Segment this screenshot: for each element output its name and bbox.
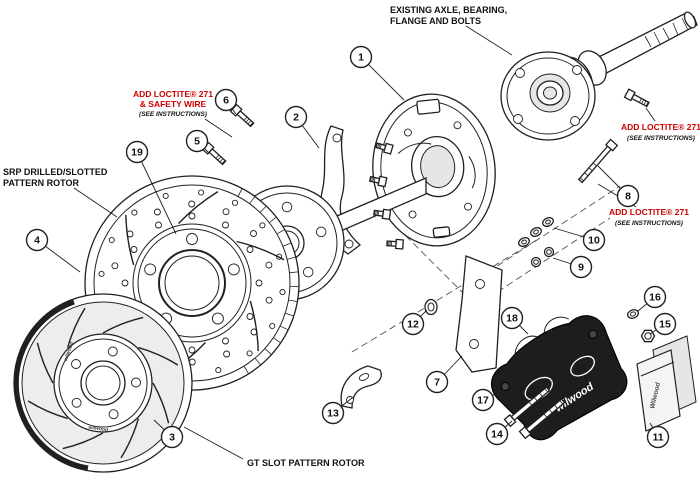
callout-8: 8 bbox=[616, 184, 640, 208]
callout-9: 9 bbox=[569, 255, 593, 279]
label-loctite-safety-wire-note: (SEE INSTRUCTIONS) bbox=[139, 111, 207, 118]
callout-6: 6 bbox=[214, 88, 238, 112]
callout-15: 15 bbox=[653, 312, 677, 336]
callout-number-17: 17 bbox=[477, 395, 489, 407]
bolt-icon bbox=[503, 386, 551, 428]
callout-number-14: 14 bbox=[491, 429, 503, 441]
label-srp-rotor-line1: SRP DRILLED/SLOTTED bbox=[3, 167, 108, 177]
text-labels: EXISTING AXLE, BEARING, FLANGE AND BOLTS… bbox=[3, 5, 700, 468]
callout-number-4: 4 bbox=[34, 235, 40, 247]
label-loctite-mid: ADD LOCTITE® 271 bbox=[609, 207, 689, 217]
label-srp-rotor-line2: PATTERN ROTOR bbox=[3, 178, 79, 188]
bolt-icon bbox=[386, 238, 404, 250]
callout-1: 1 bbox=[349, 45, 373, 69]
callout-number-8: 8 bbox=[625, 191, 631, 203]
brake-pad-front bbox=[636, 349, 681, 432]
bolt-icon bbox=[518, 398, 566, 440]
crossover-tube bbox=[514, 316, 569, 354]
callout-number-19: 19 bbox=[131, 147, 143, 159]
spacer-washer-12 bbox=[424, 298, 438, 316]
callout-number-11: 11 bbox=[652, 432, 663, 444]
callout-16: 16 bbox=[643, 285, 667, 309]
callout-number-12: 12 bbox=[407, 319, 419, 331]
callout-10: 10 bbox=[582, 228, 606, 252]
bleed-screw bbox=[500, 382, 510, 392]
callout-3: 3 bbox=[160, 425, 184, 449]
label-loctite-safety-wire-line1: ADD LOCTITE® 271 bbox=[133, 89, 213, 99]
callout-number-2: 2 bbox=[293, 112, 299, 124]
bolt-icon bbox=[229, 103, 255, 128]
callout-number-13: 13 bbox=[327, 408, 339, 420]
rotor-brand-text-lower: wilwood bbox=[88, 425, 109, 434]
flat-washer bbox=[627, 309, 639, 319]
callout-18: 18 bbox=[500, 306, 524, 330]
label-gt-rotor: GT SLOT PATTERN ROTOR bbox=[247, 458, 365, 468]
callout-number-3: 3 bbox=[169, 432, 175, 444]
callout-12: 12 bbox=[401, 312, 425, 336]
callout-number-7: 7 bbox=[434, 377, 440, 389]
bolt-icon bbox=[373, 208, 392, 221]
bolt-icon bbox=[577, 138, 619, 184]
callout-17: 17 bbox=[471, 388, 495, 412]
callout-5: 5 bbox=[185, 129, 209, 153]
label-loctite-upper-note: (SEE INSTRUCTIONS) bbox=[627, 135, 695, 142]
rotor-edge-band bbox=[13, 299, 89, 471]
callout-19: 19 bbox=[125, 140, 149, 164]
label-loctite-mid-note: (SEE INSTRUCTIONS) bbox=[615, 220, 683, 227]
small-hardware bbox=[518, 217, 656, 343]
callout-11: 11 bbox=[646, 425, 670, 449]
callout-leader-19 bbox=[136, 151, 177, 235]
inlet-fitting bbox=[588, 329, 598, 339]
label-loctite-upper: ADD LOCTITE® 271 bbox=[621, 122, 700, 132]
callout-2: 2 bbox=[284, 105, 308, 129]
callout-14: 14 bbox=[485, 422, 509, 446]
gt-rotor-detail-layer bbox=[27, 307, 179, 459]
wheel-cylinder bbox=[416, 98, 441, 115]
fastener-hardware bbox=[201, 88, 650, 440]
callout-number-9: 9 bbox=[578, 262, 584, 274]
axle-flange-assembly bbox=[500, 11, 698, 141]
callout-number-1: 1 bbox=[358, 52, 364, 64]
label-loctite-safety-wire-line2: & SAFETY WIRE bbox=[140, 99, 207, 109]
label-existing-axle-line1: EXISTING AXLE, BEARING, bbox=[390, 5, 507, 15]
gt-slot-rotor: wilwood wilwood bbox=[13, 293, 193, 473]
adjuster bbox=[432, 226, 451, 238]
callout-number-16: 16 bbox=[649, 292, 661, 304]
callout-7: 7 bbox=[425, 370, 449, 394]
callout-number-10: 10 bbox=[588, 235, 600, 247]
bolt-icon bbox=[368, 175, 388, 188]
callout-number-15: 15 bbox=[659, 319, 671, 331]
caliper-mount-bracket bbox=[455, 255, 503, 373]
label-existing-axle-line2: FLANGE AND BOLTS bbox=[390, 16, 481, 26]
callout-4: 4 bbox=[25, 228, 49, 252]
callout-number-5: 5 bbox=[194, 136, 200, 148]
backing-plate bbox=[372, 93, 496, 247]
bolt-icon bbox=[623, 88, 650, 108]
brake-pads: Wilwood bbox=[636, 335, 697, 432]
radial-mount-bracket bbox=[340, 365, 382, 409]
callout-number-18: 18 bbox=[506, 313, 518, 325]
callout-13: 13 bbox=[321, 401, 345, 425]
bolt-icon bbox=[374, 142, 394, 155]
callout-number-6: 6 bbox=[223, 95, 229, 107]
